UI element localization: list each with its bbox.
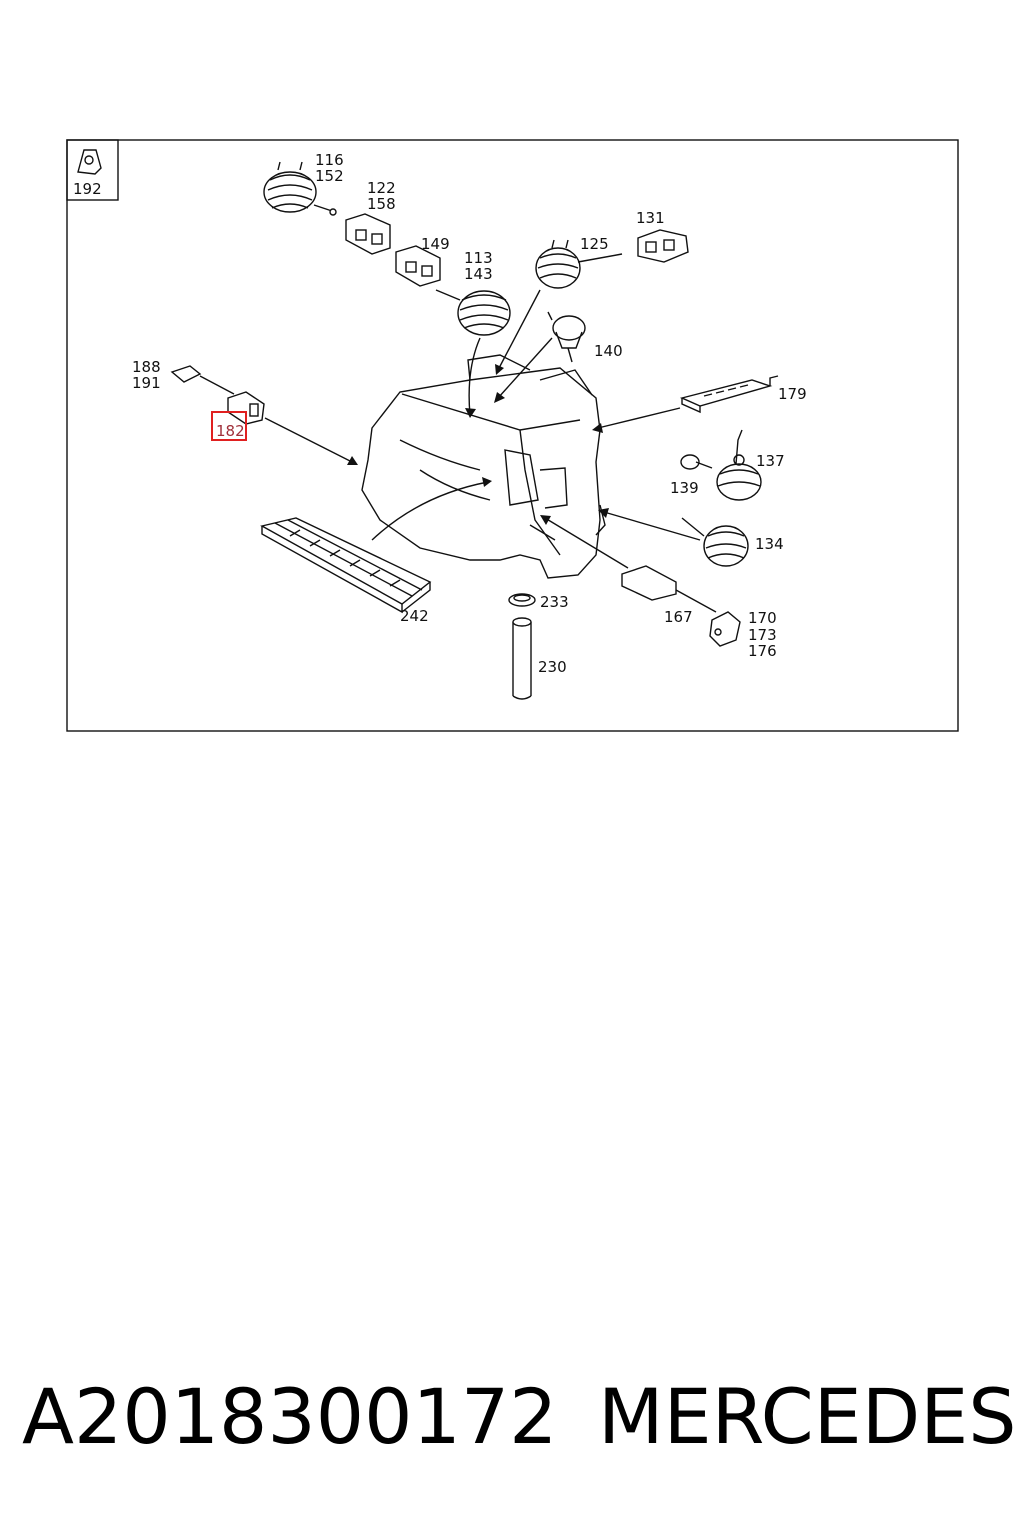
caption: A2018300172 MERCEDES [0, 1372, 1024, 1472]
label-242: 242 [400, 607, 429, 625]
symbol-box [66, 139, 119, 201]
label-167: 167 [664, 608, 693, 626]
connector-131 [637, 229, 689, 263]
label-140: 140 [594, 342, 623, 360]
valve-140 [547, 311, 586, 363]
brand-name: MERCEDES [598, 1372, 1017, 1461]
ring-233 [508, 593, 536, 607]
vacuum-actuator-116 [263, 161, 337, 216]
part-symbol-icon [77, 149, 102, 175]
connector-149 [395, 245, 441, 287]
label-152: 152 [315, 167, 344, 185]
actuator-137 [716, 429, 762, 501]
part-number: A2018300172 [22, 1372, 558, 1461]
filter-242 [260, 517, 432, 614]
label-230: 230 [538, 658, 567, 676]
label-131: 131 [636, 209, 665, 227]
label-192: 192 [73, 180, 102, 198]
label-182: 182 [216, 422, 245, 440]
label-191: 191 [132, 374, 161, 392]
label-158: 158 [367, 195, 396, 213]
label-173: 173 [748, 626, 777, 644]
label-176: 176 [748, 642, 777, 660]
parts-diagram: 192 116 [66, 139, 959, 732]
label-113: 113 [464, 249, 493, 267]
label-143: 143 [464, 265, 493, 283]
leader-arrows [264, 289, 701, 569]
label-122: 122 [367, 179, 396, 197]
label-170: 170 [748, 609, 777, 627]
sensor-170 [709, 611, 741, 647]
label-233: 233 [540, 593, 569, 611]
grommet-139 [680, 454, 713, 470]
heater-housing [361, 354, 606, 579]
label-137: 137 [756, 452, 785, 470]
highlight-box [211, 411, 247, 441]
label-149: 149 [421, 235, 450, 253]
sensor-plug-188 [170, 365, 235, 395]
connector-122 [345, 213, 391, 255]
label-125: 125 [580, 235, 609, 253]
label-179: 179 [778, 385, 807, 403]
label-188: 188 [132, 358, 161, 376]
sensor-strip-179 [679, 375, 779, 414]
vacuum-actuator-125 [535, 239, 623, 289]
vacuum-actuator-113 [435, 289, 511, 336]
label-134: 134 [755, 535, 784, 553]
vacuum-actuator-134 [681, 517, 749, 567]
connector-167 [621, 565, 717, 613]
diagram-frame [66, 139, 959, 732]
hose-230 [512, 617, 532, 700]
label-139: 139 [670, 479, 699, 497]
label-116: 116 [315, 151, 344, 169]
